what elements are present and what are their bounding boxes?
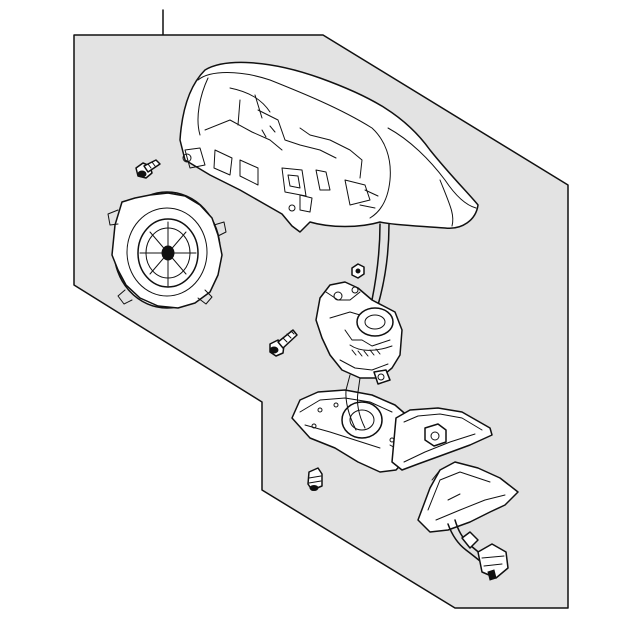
mirror-base-icon [291,389,413,473]
cover-icon [391,407,493,471]
clip-icon [307,467,323,491]
mirror-housing-icon [179,61,479,233]
nut-icon [351,263,365,279]
connector-icon [417,461,519,581]
wire-harness [371,223,390,306]
screw-icon [135,159,161,179]
actuator-icon [315,281,403,393]
screw-icon [269,329,298,357]
adjust-ring-icon [107,191,227,309]
